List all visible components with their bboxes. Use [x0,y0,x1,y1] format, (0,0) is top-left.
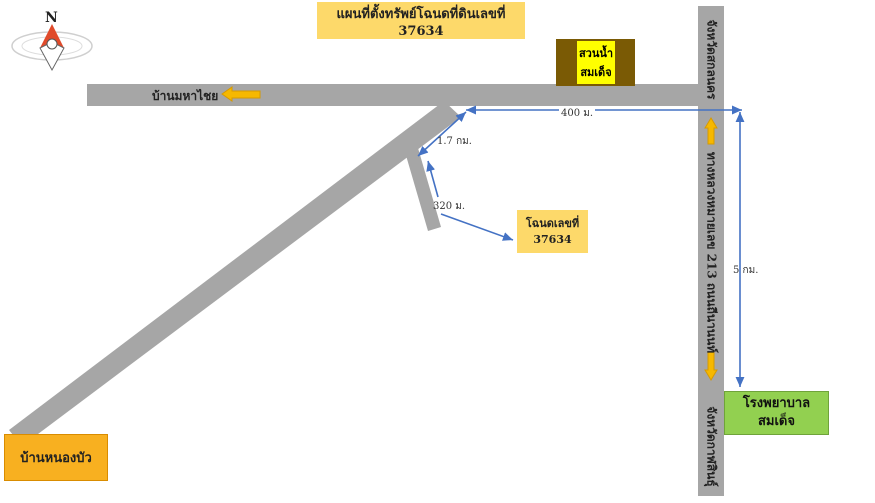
direction-arrows [221,86,718,381]
hospital-line1: โรงพยาบาล [742,396,811,411]
deed-location-label: โฉนดเลขที่ 37634 [517,210,588,253]
highway-213 [698,6,724,496]
hospital-line2: สมเด็จ [757,414,795,429]
compass-north-label: N [45,10,58,26]
measure-320m [426,160,439,198]
compass-icon [11,24,93,72]
highway-213-label: ทางหลวงหมายเลข 213 ถนนถีนานนท์ [704,151,719,354]
road-diagonal [9,101,461,446]
measure-lines [417,105,745,387]
to-sakon-nakhon-label: จังหวัดสกลนคร [704,19,719,100]
map-title: แผนที่ตั้งทรัพย์โฉนดที่ดินเลขที่ 37634 [317,2,525,39]
deed-line2: 37634 [533,232,572,246]
arrow-down-icon [704,351,718,381]
distance-5km: 5 กม. [733,265,759,276]
road-branch [405,148,441,231]
hospital-label: โรงพยาบาล สมเด็จ [724,391,829,435]
arrow-up-icon [704,117,718,145]
deed-line1: โฉนดเลขที่ [525,216,580,230]
to-kalasin-label: จังหวัดกาฬสินธุ์ [704,406,719,487]
distance-320m: 320 ม. [433,201,466,212]
distance-400m: 400 ม. [559,106,596,121]
village-maha-chai-label: บ้านมหาไชย [152,89,219,103]
measure-to-deed [440,213,514,241]
arrow-left-icon [221,86,261,102]
village-nong-bua-label: บ้านหนองบัว [4,434,108,481]
water-park-line2: สมเด็จ [580,65,612,79]
measure-1-7km [417,111,467,157]
water-park-line1: สวนน้ำ [578,46,614,60]
road-maha-chai [87,84,699,106]
water-park-label: สวนน้ำ สมเด็จ [577,41,615,84]
distance-1-7km: 1.7 กม. [437,136,472,147]
